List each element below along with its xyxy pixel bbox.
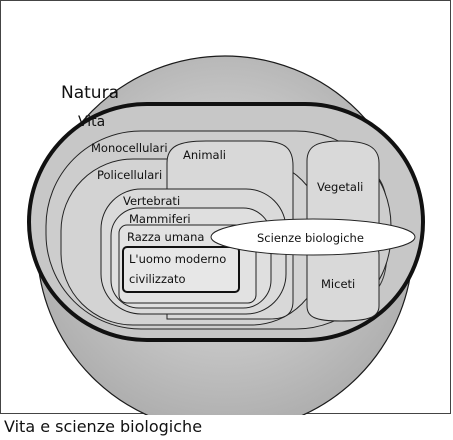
uomo-moderno-region: [122, 246, 240, 293]
animali-label: Animali: [183, 148, 226, 162]
figure-frame: Natura Vita Monocellulari Policellulari …: [0, 0, 451, 415]
mammiferi-label: Mammiferi: [129, 212, 191, 226]
scienze-biologiche-ellipse: [210, 218, 416, 256]
nested-sets-diagram: Natura Vita Monocellulari Policellulari …: [27, 55, 425, 415]
scienze-biologiche-label: Scienze biologiche: [257, 231, 364, 245]
natura-label: Natura: [61, 83, 119, 103]
miceti-label: Miceti: [321, 277, 355, 291]
vegetali-label: Vegetali: [317, 180, 363, 194]
razza-umana-label: Razza umana: [127, 230, 204, 244]
vita-label: Vita: [78, 114, 105, 130]
vertebrati-label: Vertebrati: [123, 194, 180, 208]
policellulari-label: Policellulari: [97, 168, 162, 182]
figure-caption: Vita e scienze biologiche: [4, 417, 203, 436]
uomo-moderno-label-line1: L'uomo moderno: [129, 252, 226, 266]
monocellulari-label: Monocellulari: [91, 141, 168, 155]
uomo-moderno-label-line2: civilizzato: [129, 272, 186, 286]
